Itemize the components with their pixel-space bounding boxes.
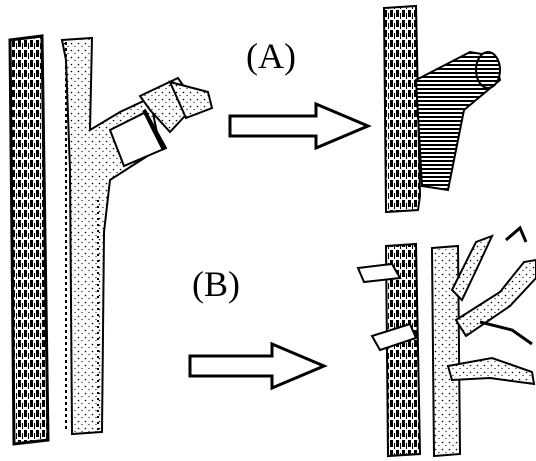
- branch-cut-segments: [108, 76, 214, 168]
- label-b: (B): [192, 264, 240, 304]
- left-dark-trunk: [8, 34, 50, 446]
- right-top-trunk: [382, 4, 422, 214]
- right-bottom-light-trunk: [430, 225, 536, 458]
- arrow-a: [228, 101, 372, 151]
- label-a: (A): [246, 36, 296, 76]
- right-bottom-dark-trunk: [356, 242, 422, 458]
- healed-stub: [414, 50, 502, 192]
- arrow-b: [188, 341, 328, 391]
